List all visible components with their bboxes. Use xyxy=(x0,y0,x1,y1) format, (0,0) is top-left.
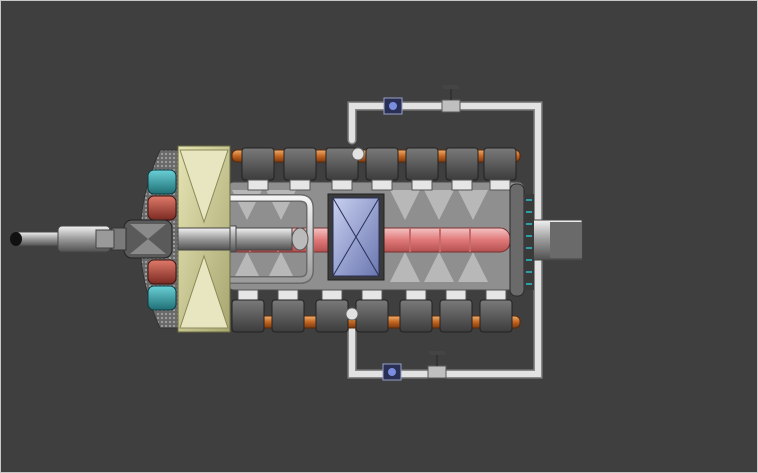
heat-exchanger xyxy=(327,193,385,281)
shaft-coupling xyxy=(111,219,173,259)
top-gauge[interactable] xyxy=(383,97,403,115)
rear-bolts xyxy=(524,194,534,290)
internal-pipes xyxy=(228,194,314,284)
side-modules xyxy=(147,169,177,311)
top-valve[interactable] xyxy=(441,85,461,113)
bottom-gauge[interactable] xyxy=(382,363,402,381)
upper-tee xyxy=(351,147,365,161)
input-shaft xyxy=(10,225,115,253)
lower-cylinder-heads xyxy=(231,289,513,333)
rear-plate xyxy=(509,183,525,297)
lower-tee xyxy=(345,307,359,321)
bottom-valve[interactable] xyxy=(427,351,447,379)
upper-cylinder-heads xyxy=(241,147,517,191)
